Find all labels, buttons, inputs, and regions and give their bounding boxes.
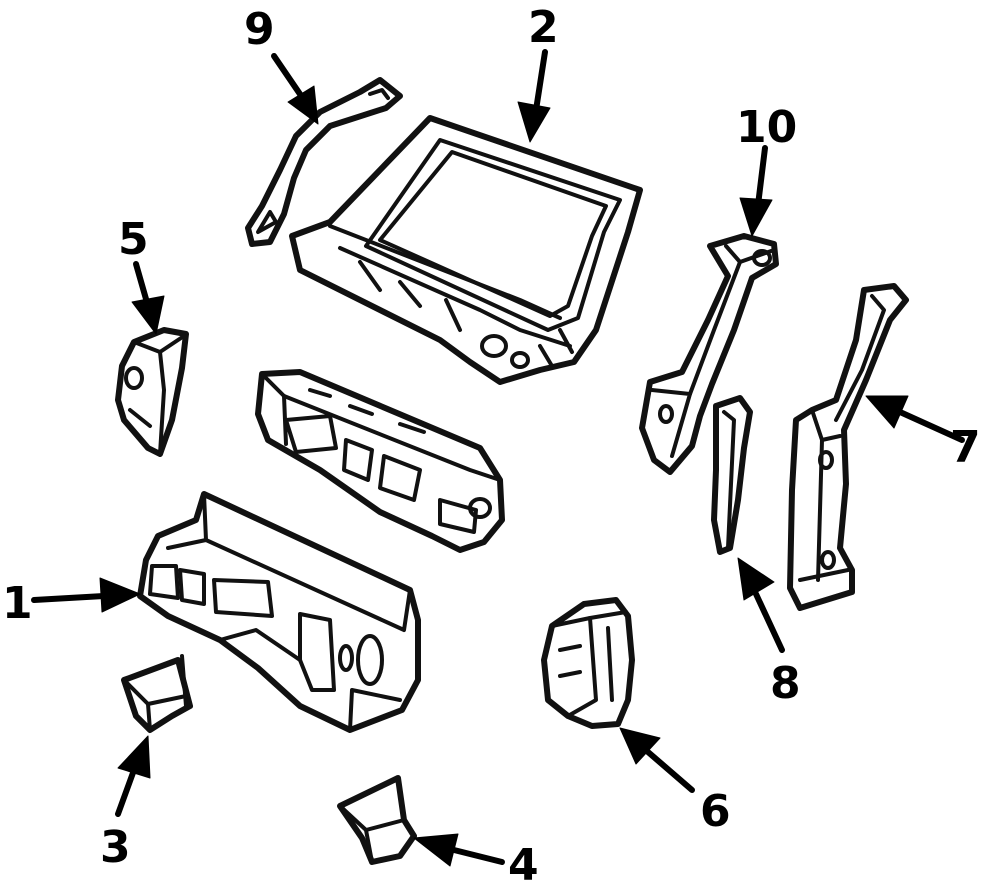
arrowhead-5 — [131, 295, 165, 335]
leader-3 — [115, 767, 137, 817]
part-7-b-pillar — [787, 283, 909, 611]
part-8-narrow-pillar — [711, 395, 753, 555]
part-9-pillar-strip — [245, 77, 403, 247]
part-1-dash-panel — [137, 491, 421, 733]
callout-3: 3 — [100, 822, 131, 873]
leader-7 — [897, 409, 965, 443]
leader-10 — [755, 145, 768, 208]
leader-arrows — [31, 49, 965, 867]
arrowhead-2 — [517, 101, 551, 143]
callout-4: 4 — [508, 840, 539, 891]
callout-9: 9 — [244, 4, 275, 55]
callout-1: 1 — [2, 578, 33, 629]
part-dash-inner-panel — [255, 369, 505, 553]
leader-8 — [753, 591, 785, 653]
part-10-pillar-bracket — [639, 233, 779, 475]
callout-2: 2 — [528, 2, 559, 53]
callout-8: 8 — [770, 658, 801, 709]
arrowhead-1 — [99, 577, 141, 613]
arrowhead-9 — [287, 85, 319, 125]
part-4-corner-bracket — [337, 775, 417, 865]
arrowhead-7 — [865, 395, 909, 429]
part-3-corner-bracket — [121, 654, 193, 733]
callout-6: 6 — [700, 786, 731, 837]
leader-4 — [451, 847, 505, 865]
arrowhead-10 — [739, 197, 773, 237]
part-2-windshield-frame — [289, 115, 643, 385]
leader-9 — [271, 53, 307, 103]
callout-7: 7 — [950, 422, 981, 473]
callout-labels: 9 2 10 5 7 1 8 6 3 4 — [2, 2, 981, 891]
leader-6 — [645, 749, 695, 793]
callout-10: 10 — [736, 102, 797, 153]
part-6-kick-panel — [541, 597, 635, 729]
arrowhead-8 — [737, 557, 775, 601]
arrowhead-4 — [413, 833, 459, 867]
leader-1 — [31, 593, 107, 603]
part-5-bracket — [115, 327, 189, 457]
leader-2 — [533, 49, 548, 113]
arrowhead-6 — [619, 727, 661, 765]
callout-5: 5 — [118, 214, 149, 265]
arrowhead-3 — [117, 735, 151, 779]
